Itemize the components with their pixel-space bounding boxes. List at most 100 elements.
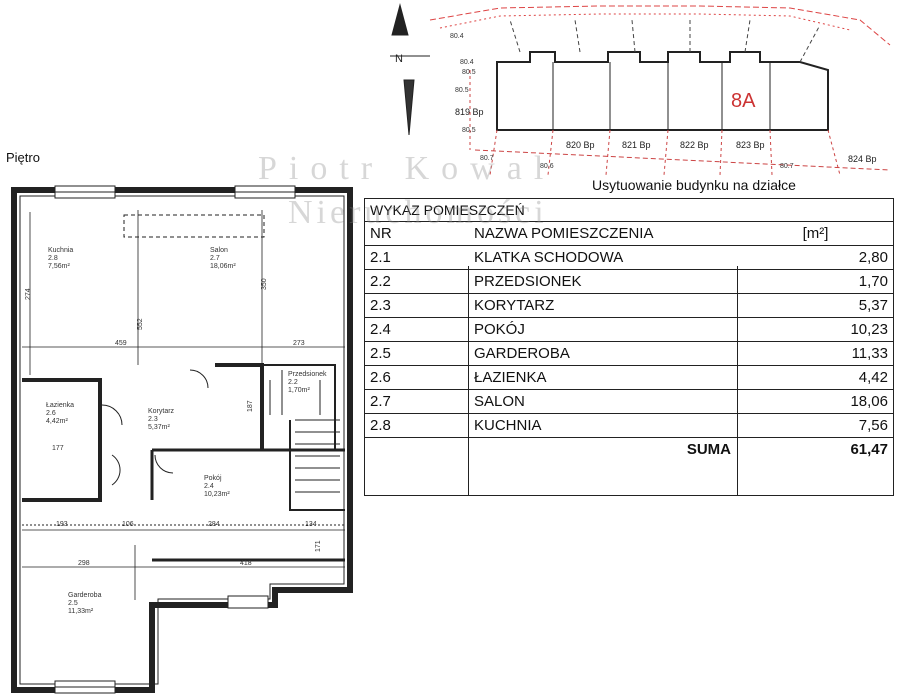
row-name: GARDEROBA bbox=[468, 341, 737, 366]
watermark-line1: Piotr Kowal bbox=[258, 150, 556, 187]
row-name: SALON bbox=[468, 389, 737, 414]
plot-label-820: 820 Bp bbox=[566, 140, 595, 150]
dim-label: 193 bbox=[56, 521, 68, 528]
table-header-row: NR NAZWA POMIESZCZENIA [m²] bbox=[364, 221, 894, 246]
row-area: 18,06 bbox=[737, 389, 894, 414]
room-code-garderoba: 2.5 bbox=[68, 600, 78, 607]
room-name-pokoj: Pokój bbox=[204, 475, 222, 482]
dim-label: 552 bbox=[137, 318, 144, 330]
row-nr: 2.4 bbox=[364, 317, 468, 342]
room-code-kuchnia: 2.8 bbox=[48, 255, 58, 262]
row-area: 5,37 bbox=[737, 293, 894, 318]
dim-label: 350 bbox=[261, 278, 268, 290]
dim-label: 274 bbox=[25, 288, 32, 300]
row-name: ŁAZIENKA bbox=[468, 365, 737, 390]
header-unit: [m²] bbox=[737, 221, 894, 246]
room-code-przedsionek: 2.2 bbox=[288, 379, 298, 386]
dim-label: 177 bbox=[52, 445, 64, 452]
floor-plan bbox=[11, 185, 353, 694]
row-area: 2,80 bbox=[737, 245, 894, 270]
dim-label: 134 bbox=[305, 521, 317, 528]
room-name-przedsionek: Przedsionek bbox=[288, 371, 327, 378]
dim-label: 284 bbox=[208, 521, 220, 528]
room-name-garderoba: Garderoba bbox=[68, 592, 102, 599]
row-name: POKÓJ bbox=[468, 317, 737, 342]
row-area: 11,33 bbox=[737, 341, 894, 366]
row-name: KUCHNIA bbox=[468, 413, 737, 438]
row-name: KORYTARZ bbox=[468, 293, 737, 318]
dim-label: 171 bbox=[315, 540, 322, 552]
header-nr: NR bbox=[364, 221, 468, 246]
elevation: 80.5 bbox=[462, 127, 476, 134]
room-name-salon: Salon bbox=[210, 247, 228, 254]
plot-labels: 819 Bp 820 Bp 821 Bp 822 Bp 823 Bp 824 B… bbox=[455, 107, 877, 164]
plot-label-819: 819 Bp bbox=[455, 107, 484, 117]
plot-label-822: 822 Bp bbox=[680, 140, 709, 150]
north-arrow-icon bbox=[391, 3, 409, 36]
site-plan bbox=[390, 3, 891, 176]
elevation: 80.7 bbox=[780, 163, 794, 170]
room-area-kuchnia: 7,56m² bbox=[48, 263, 70, 270]
table-title-row: WYKAZ POMIESZCZEŃ bbox=[364, 198, 894, 222]
north-label: N bbox=[395, 53, 403, 65]
elevation: 80.5 bbox=[455, 87, 469, 94]
dim-label: 106 bbox=[122, 521, 134, 528]
building-label: 8A bbox=[731, 90, 756, 112]
plot-label-824: 824 Bp bbox=[848, 154, 877, 164]
row-nr: 2.8 bbox=[364, 413, 468, 438]
dim-label: 273 bbox=[293, 340, 305, 347]
elevation: 80.5 bbox=[462, 69, 476, 76]
dimension-labels: 274 552 350 459 273 177 187 193 106 284 … bbox=[25, 278, 322, 567]
elevation: 80.4 bbox=[460, 59, 474, 66]
row-area: 1,70 bbox=[737, 269, 894, 294]
room-name-korytarz: Korytarz bbox=[148, 408, 175, 415]
room-area-lazienka: 4,42m² bbox=[46, 418, 68, 425]
row-nr: 2.6 bbox=[364, 365, 468, 390]
row-nr: 2.5 bbox=[364, 341, 468, 366]
row-area: 7,56 bbox=[737, 413, 894, 438]
row-nr: 2.2 bbox=[364, 269, 468, 294]
floor-label: Piętro bbox=[6, 150, 40, 165]
room-name-kuchnia: Kuchnia bbox=[48, 247, 73, 254]
elevation: 80.7 bbox=[480, 155, 494, 162]
plot-label-821: 821 Bp bbox=[622, 140, 651, 150]
dim-label: 187 bbox=[247, 400, 254, 412]
plot-label-823: 823 Bp bbox=[736, 140, 765, 150]
room-labels: Kuchnia 2.8 7,56m² Salon 2.7 18,06m² Łaz… bbox=[46, 247, 327, 615]
room-code-salon: 2.7 bbox=[210, 255, 220, 262]
room-code-lazienka: 2.6 bbox=[46, 410, 56, 417]
room-area-korytarz: 5,37m² bbox=[148, 424, 170, 431]
table-title: WYKAZ POMIESZCZEŃ bbox=[364, 198, 894, 222]
sum-label: SUMA bbox=[686, 441, 731, 458]
room-area-przedsionek: 1,70m² bbox=[288, 387, 310, 394]
sum-row: SUMA 61,47 bbox=[364, 438, 894, 462]
dim-label: 298 bbox=[78, 560, 90, 567]
row-nr: 2.7 bbox=[364, 389, 468, 414]
room-area-garderoba: 11,33m² bbox=[68, 608, 94, 615]
dim-label: 459 bbox=[115, 340, 127, 347]
elevation: 80.6 bbox=[540, 163, 554, 170]
header-name: NAZWA POMIESZCZENIA bbox=[468, 221, 737, 246]
room-name-lazienka: Łazienka bbox=[46, 402, 74, 409]
sum-value: 61,47 bbox=[850, 441, 888, 458]
row-area: 4,42 bbox=[737, 365, 894, 390]
row-nr: 2.1 bbox=[364, 245, 468, 270]
north-arrow-tail-icon bbox=[403, 79, 415, 136]
row-name: KLATKA SCHODOWA bbox=[468, 245, 737, 270]
row-nr: 2.3 bbox=[364, 293, 468, 318]
room-area-pokoj: 10,23m² bbox=[204, 491, 230, 498]
dim-label: 418 bbox=[240, 560, 252, 567]
elevations: 80.4 80.5 80.5 80.4 80.5 80.7 80.6 80.7 bbox=[450, 33, 794, 170]
watermark-line2: Nieruchomości bbox=[288, 194, 548, 231]
room-code-pokoj: 2.4 bbox=[204, 483, 214, 490]
elevation: 80.4 bbox=[450, 33, 464, 40]
